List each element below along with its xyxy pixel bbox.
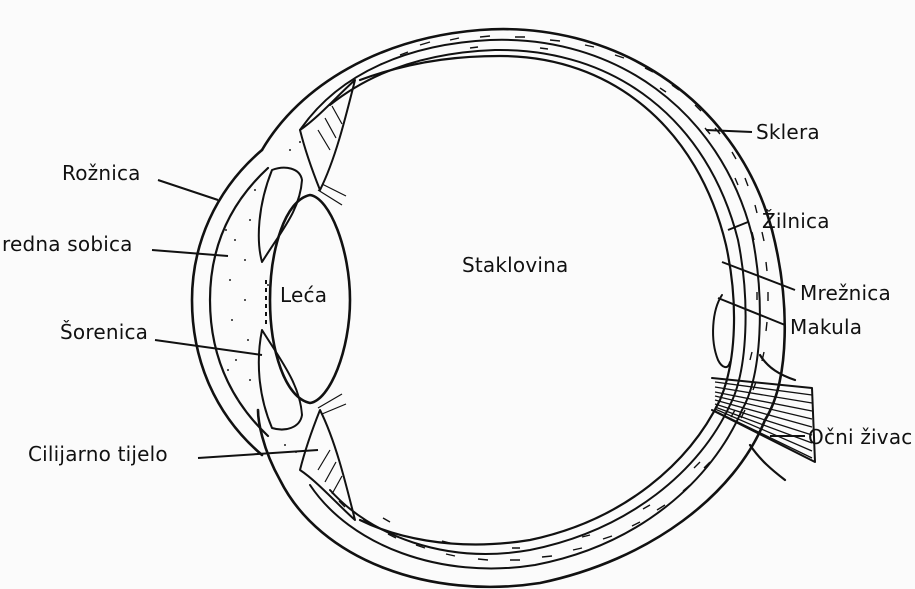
cornea-inner — [210, 168, 268, 436]
leader-lines — [152, 130, 805, 458]
sclera-texture — [339, 36, 768, 560]
choroid-line — [330, 50, 746, 554]
label-roznica: Rožnica — [62, 161, 141, 185]
macula-fold — [713, 295, 730, 367]
label-makula: Makula — [790, 315, 862, 339]
label-cilijarno-tijelo: Cilijarno tijelo — [28, 442, 168, 466]
label-ocni-zivac: Očni živac — [808, 425, 912, 449]
label-staklovina: Staklovina — [462, 253, 569, 277]
retina-line — [360, 56, 734, 544]
iris-upper — [259, 168, 302, 262]
sclera-inner — [300, 40, 760, 569]
label-prednja-sobica: redna sobica — [2, 232, 133, 256]
label-sklera: Sklera — [756, 120, 820, 144]
iris-lower — [259, 330, 302, 429]
label-leca: Leća — [280, 283, 327, 307]
label-zilnica: Žilnica — [762, 209, 830, 233]
ciliary-body-lower — [300, 410, 355, 520]
label-sorenica: Šorenica — [60, 320, 148, 344]
label-mreznica: Mrežnica — [800, 281, 891, 305]
